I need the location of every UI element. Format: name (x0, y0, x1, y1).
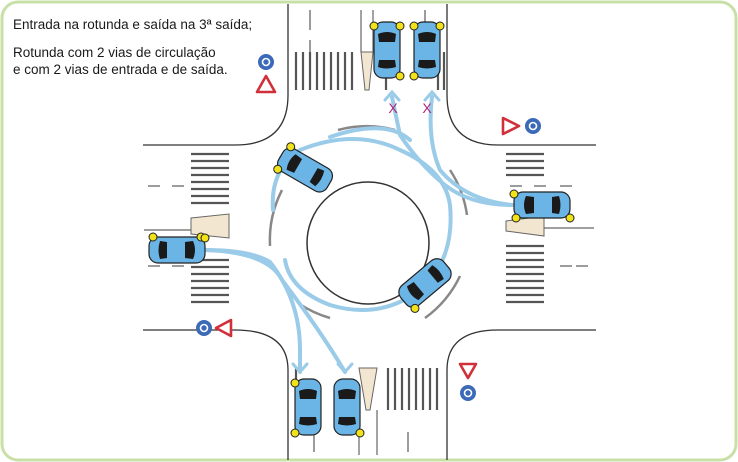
path-arrow-icon (291, 89, 441, 375)
caption-line-1: Entrada na rotunda e saída na 3ª saída; (13, 17, 253, 32)
zebra-crossing-right (506, 152, 544, 304)
caption-line-2: Rotunda com 2 vias de circulação (13, 45, 216, 60)
svg-text:X: X (422, 100, 432, 116)
svg-text:X: X (388, 100, 398, 116)
yield-sign-icon (214, 74, 521, 380)
roundabout-sign-icon (196, 54, 541, 401)
caption-line-3: e com 2 vias de entrada e de saída. (13, 62, 228, 77)
zebra-crossing-left (191, 152, 229, 304)
lane-markings (148, 10, 588, 452)
car-icon (148, 21, 575, 438)
vehicle-paths (203, 95, 514, 374)
road-edges (143, 4, 596, 460)
blocked-x-icon: X X (388, 100, 432, 116)
central-island (306, 181, 430, 305)
